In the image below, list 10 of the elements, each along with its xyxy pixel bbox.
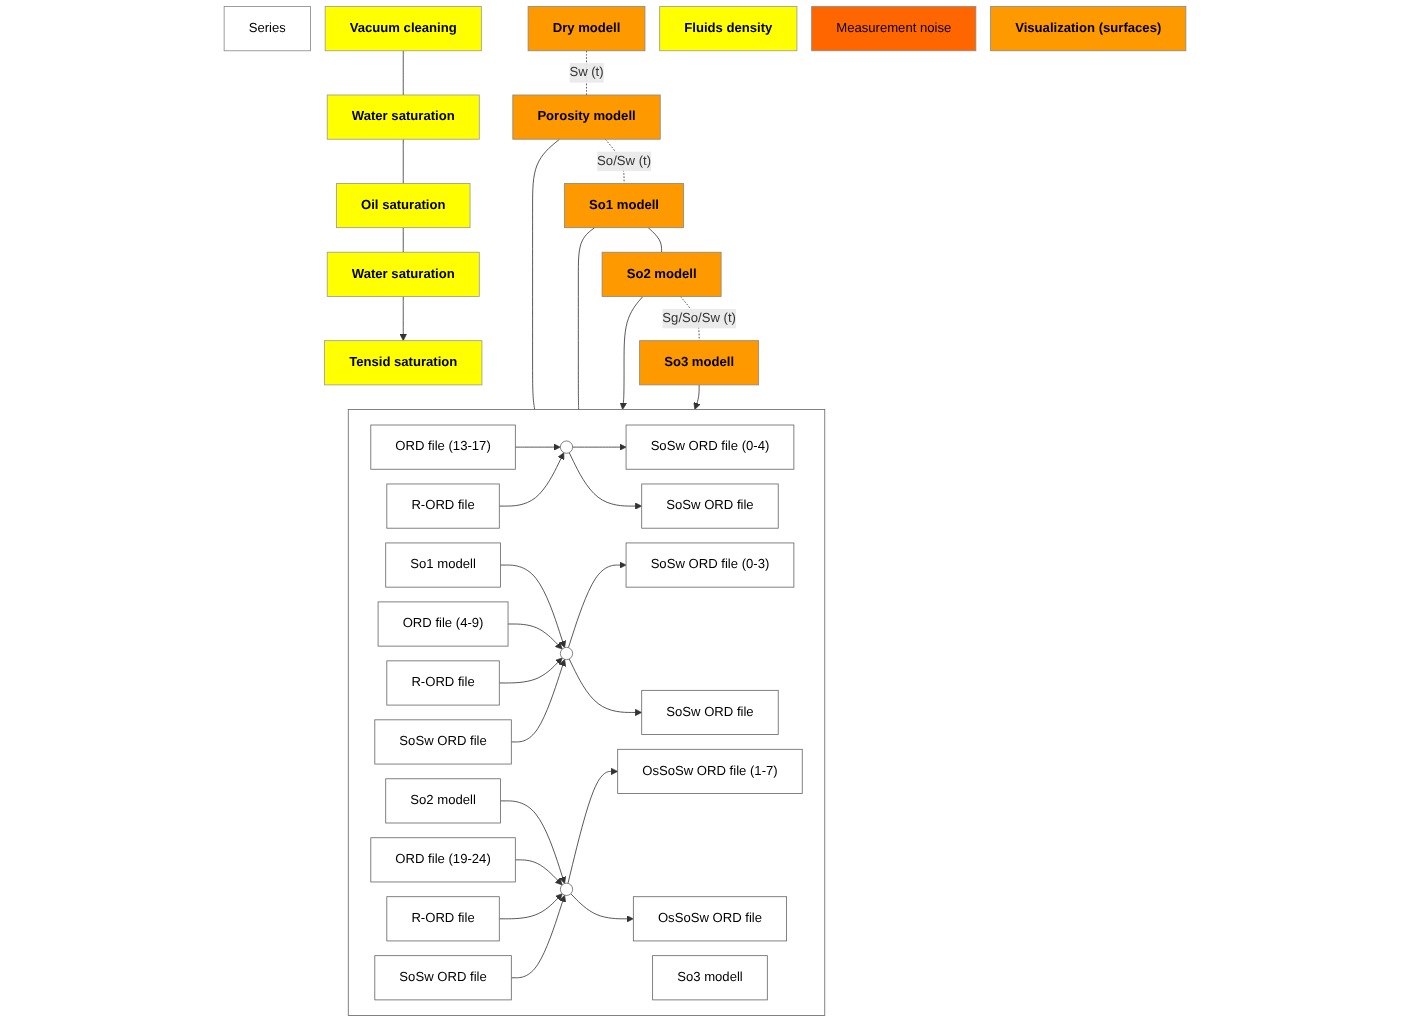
- connector: [402, 50, 404, 96]
- connector: [532, 138, 560, 410]
- cluster: [347, 409, 826, 1016]
- connector: [577, 227, 596, 410]
- connector: [402, 227, 404, 253]
- node-circle: [559, 440, 574, 454]
- node-circle: [559, 882, 574, 896]
- node-circle: [559, 646, 574, 661]
- connector: [647, 227, 662, 253]
- connector: [402, 138, 404, 184]
